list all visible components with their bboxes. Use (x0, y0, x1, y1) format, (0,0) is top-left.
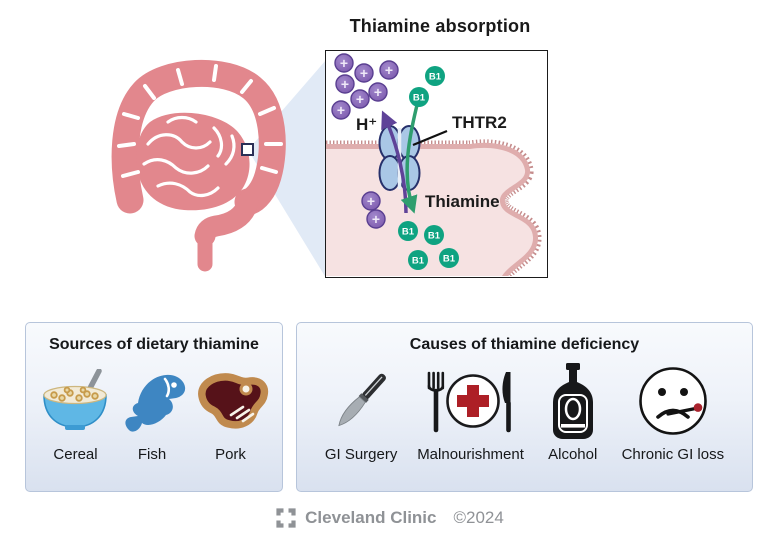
b1-molecule-icon: B1 (398, 221, 418, 241)
list-item: Alcohol (544, 360, 602, 463)
item-label: GI Surgery (324, 446, 398, 463)
svg-text:+: + (337, 102, 345, 118)
h-plus-label: H⁺ (356, 115, 377, 134)
thiamine-label: Thiamine (425, 192, 500, 211)
svg-text:B1: B1 (413, 92, 426, 103)
sources-items: Cereal Fish (26, 354, 282, 491)
b1-molecule-icon: B1 (408, 250, 428, 270)
svg-text:+: + (367, 193, 375, 209)
b1-molecule-icon: B1 (425, 66, 445, 86)
svg-text:B1: B1 (412, 255, 425, 266)
h-ion-icon: + (335, 74, 355, 94)
zoom-region-marker (241, 143, 254, 156)
list-item: Fish (117, 360, 187, 463)
b1-group-cell: B1 B1 B1 B1 (398, 221, 459, 270)
svg-text:+: + (340, 55, 348, 71)
small-intestine-coils (142, 115, 236, 198)
item-label: Cereal (53, 446, 98, 463)
b1-molecule-icon: B1 (439, 248, 459, 268)
copyright-text: ©2024 (453, 508, 504, 527)
causes-box: Causes of thiamine deficiency GI Surgery (296, 322, 753, 492)
thtr2-label: THTR2 (452, 113, 507, 132)
h-ion-icon: + (334, 53, 354, 73)
fork (427, 371, 444, 433)
magnifier-cone (248, 60, 326, 278)
h-ion-icon: + (366, 209, 386, 229)
absorption-diagram: H⁺ THTR2 Thiamine + + + + + + + + + B1 B… (326, 53, 542, 276)
h-ion-icon: + (350, 89, 370, 109)
svg-text:B1: B1 (429, 71, 442, 82)
icon-slot (40, 360, 112, 442)
brand-name: Cleveland Clinic (305, 508, 437, 527)
svg-text:B1: B1 (443, 253, 456, 264)
cell-interior (326, 147, 534, 276)
plate-cross-icon (427, 371, 511, 433)
icon-slot (328, 360, 394, 442)
list-item: Pork (193, 360, 269, 463)
svg-text:+: + (374, 84, 382, 100)
absorption-panel: H⁺ THTR2 Thiamine + + + + + + + + + B1 B… (325, 50, 548, 278)
svg-text:+: + (372, 211, 380, 227)
colon-outline (111, 59, 286, 216)
page-title: Thiamine absorption (349, 16, 531, 36)
svg-text:+: + (360, 65, 368, 81)
h-ion-group-lumen: + + + + + + + (331, 53, 399, 120)
causes-items: GI Surgery (297, 354, 752, 491)
b1-molecule-icon: B1 (424, 225, 444, 245)
b1-group-lumen: B1 B1 (409, 66, 445, 107)
sick-face-icon (639, 367, 707, 435)
svg-text:+: + (341, 76, 349, 92)
sources-box: Sources of dietary thiamine (25, 322, 283, 492)
fish-icon (125, 374, 186, 432)
list-item: GI Surgery (324, 360, 398, 463)
thermometer (666, 406, 700, 416)
icon-slot (421, 360, 521, 442)
svg-text:B1: B1 (428, 230, 441, 241)
list-item: Chronic GI loss (621, 360, 725, 463)
list-item: Cereal (40, 360, 112, 463)
item-label: Alcohol (548, 446, 598, 463)
b1-molecule-icon: B1 (409, 87, 429, 107)
thtr2-pointer-line (412, 129, 448, 147)
h-ion-icon: + (361, 191, 381, 211)
causes-title: Causes of thiamine deficiency (409, 336, 640, 353)
colon-haustra-lines (117, 64, 283, 178)
icon-slot (544, 360, 602, 442)
item-label: Malnourishment (417, 446, 524, 463)
pork-steak-icon (197, 373, 268, 429)
h-ion-group-cell: + + (361, 191, 386, 229)
list-item: Malnourishment (417, 360, 524, 463)
cereal-bowl-icon (42, 369, 107, 430)
h-ion-icon: + (379, 60, 399, 80)
item-label: Fish (137, 446, 167, 463)
thiamine-influx-arrow (400, 100, 420, 214)
h-ion-icon: + (354, 63, 374, 83)
h-ion-icon: + (368, 82, 388, 102)
medical-cross (456, 385, 489, 417)
svg-text:+: + (385, 62, 393, 78)
alcohol-bottle-icon (552, 363, 593, 439)
scalpel-icon (338, 373, 387, 427)
footer: Cleveland Clinic ©2024 (0, 508, 780, 528)
h-ion-icon: + (331, 100, 351, 120)
item-label: Chronic GI loss (621, 446, 725, 463)
intestine-illustration-icon (111, 59, 286, 272)
svg-text:+: + (356, 91, 364, 107)
thermometer-tip (693, 403, 703, 412)
icon-slot (117, 360, 187, 442)
icon-slot (637, 360, 709, 442)
cleveland-clinic-logo-icon (276, 508, 296, 528)
icon-slot (193, 360, 269, 442)
item-label: Pork (215, 446, 246, 463)
cone-shape (248, 60, 326, 278)
sources-title: Sources of dietary thiamine (49, 336, 259, 353)
svg-text:B1: B1 (402, 226, 415, 237)
knife (502, 372, 511, 433)
